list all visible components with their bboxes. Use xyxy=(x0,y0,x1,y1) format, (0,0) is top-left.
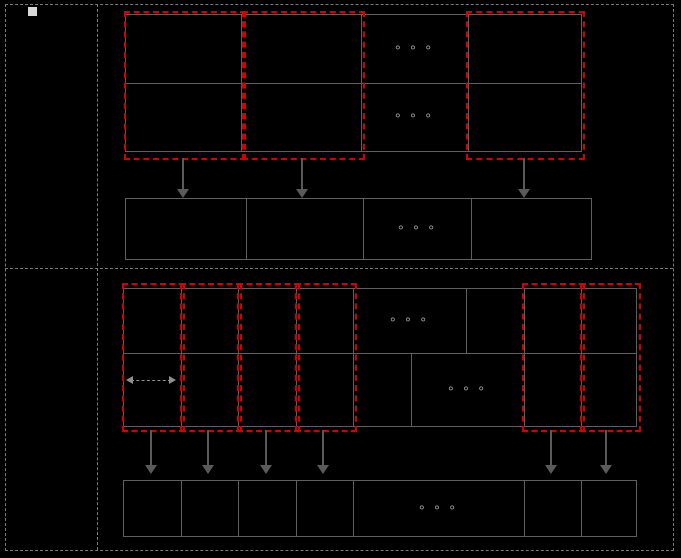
grid-line xyxy=(581,481,582,536)
highlight-window xyxy=(242,11,365,160)
arrow-head xyxy=(202,465,214,474)
arrowhead-left-icon xyxy=(126,376,133,384)
bottom-output-grid xyxy=(123,480,637,537)
grid-line xyxy=(126,83,581,84)
pool-arrow xyxy=(202,430,214,474)
arrow-shaft xyxy=(301,158,303,190)
grid-line xyxy=(363,199,364,259)
grid-line xyxy=(353,481,354,536)
grid-line xyxy=(471,199,472,259)
ellipsis-icon: ∘∘∘ xyxy=(393,40,440,56)
arrow-head xyxy=(518,189,530,198)
grid-line xyxy=(466,289,467,353)
pool-arrow xyxy=(600,430,612,474)
pool-arrow xyxy=(518,158,530,198)
arrowhead-right-icon xyxy=(169,376,176,384)
grid-line xyxy=(296,481,297,536)
pool-arrow xyxy=(145,430,157,474)
arrow-head xyxy=(296,189,308,198)
measure-line xyxy=(131,380,171,381)
arrow-shaft xyxy=(322,430,324,466)
grid-line xyxy=(238,481,239,536)
ellipsis-icon: ∘∘∘ xyxy=(417,500,464,516)
grid-line xyxy=(246,199,247,259)
stride-measure xyxy=(126,374,176,386)
pool-arrow xyxy=(545,430,557,474)
arrow-shaft xyxy=(550,430,552,466)
arrow-head xyxy=(145,465,157,474)
highlight-window xyxy=(180,283,242,432)
legend-marker xyxy=(28,7,37,16)
highlight-window xyxy=(580,283,641,432)
grid-line xyxy=(124,353,636,354)
grid-line xyxy=(181,481,182,536)
highlight-window xyxy=(522,283,585,432)
grid-line xyxy=(411,353,412,426)
arrow-shaft xyxy=(207,430,209,466)
top-output-grid xyxy=(125,198,592,260)
pool-arrow xyxy=(177,158,189,198)
arrow-shaft xyxy=(182,158,184,190)
arrow-head xyxy=(600,465,612,474)
arrow-head xyxy=(545,465,557,474)
arrow-head xyxy=(317,465,329,474)
grid-line xyxy=(524,289,525,426)
panel-divider xyxy=(5,268,673,269)
ellipsis-icon: ∘∘∘ xyxy=(393,108,440,124)
arrow-shaft xyxy=(265,430,267,466)
ellipsis-icon: ∘∘∘ xyxy=(396,220,443,236)
arrow-shaft xyxy=(523,158,525,190)
highlight-window xyxy=(237,283,300,432)
grid-line xyxy=(353,289,354,426)
grid-line xyxy=(524,481,525,536)
highlight-window xyxy=(466,11,585,160)
arrow-head xyxy=(177,189,189,198)
pool-arrow xyxy=(296,158,308,198)
arrow-head xyxy=(260,465,272,474)
highlight-window xyxy=(124,11,246,160)
ellipsis-icon: ∘∘∘ xyxy=(446,381,493,397)
pool-arrow xyxy=(317,430,329,474)
pool-arrow xyxy=(260,430,272,474)
ellipsis-icon: ∘∘∘ xyxy=(388,312,435,328)
arrow-shaft xyxy=(150,430,152,466)
figure-frame xyxy=(5,4,674,551)
highlight-window xyxy=(122,283,185,432)
row-label-divider xyxy=(97,4,98,550)
highlight-window xyxy=(295,283,357,432)
arrow-shaft xyxy=(605,430,607,466)
